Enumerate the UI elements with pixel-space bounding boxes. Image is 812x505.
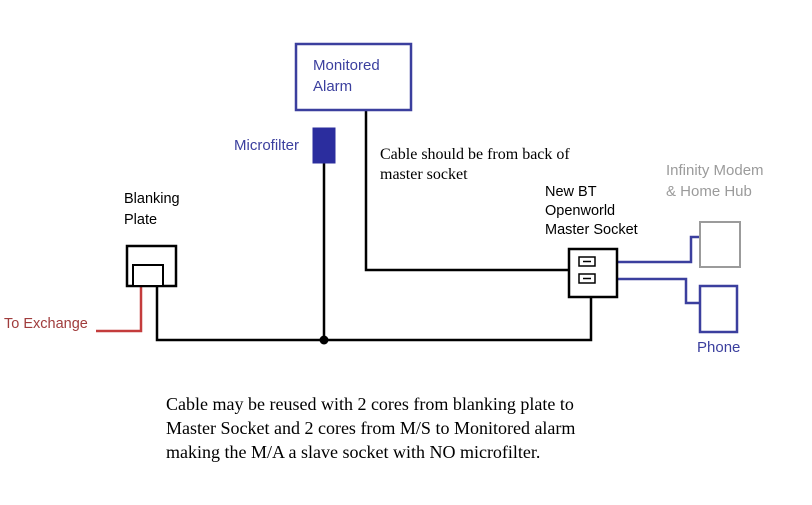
caption-line-1: Cable may be reused with 2 cores from bl… <box>166 394 574 414</box>
phone-label: Phone <box>697 339 741 356</box>
blanking-plate-inner-box <box>132 264 164 287</box>
blanking-plate-label-line-2: Plate <box>124 212 158 228</box>
microfilter-box <box>312 127 336 164</box>
master-socket-label-line-2: Openworld <box>545 203 616 219</box>
master-socket-box <box>567 247 619 299</box>
phone-box <box>698 284 739 334</box>
monitored-alarm-box <box>294 42 413 112</box>
modem-label-line-2: & Home Hub <box>666 183 752 200</box>
master-socket-label-line-1: New BT <box>545 184 597 200</box>
cable-note-line-1: Cable should be from back of <box>380 146 570 163</box>
modem-label-line-1: Infinity Modem <box>666 162 764 179</box>
to-exchange-label: To Exchange <box>4 316 88 332</box>
microfilter-label: Microfilter <box>234 137 300 154</box>
modem-box <box>699 221 741 268</box>
master-socket-label-line-3: Master Socket <box>545 222 638 238</box>
main-cable-line <box>155 285 593 342</box>
exchange-cable-line <box>96 284 143 333</box>
blanking-plate-label-line-1: Blanking <box>124 191 180 207</box>
caption-line-3: making the M/A a slave socket with NO mi… <box>166 442 541 462</box>
phone-cable-line <box>617 277 700 305</box>
modem-cable-line <box>617 235 700 264</box>
monitored-alarm-label-line-2: Alarm <box>313 78 353 95</box>
cable-note-line-2: master socket <box>380 166 468 183</box>
monitored-alarm-label-line-1: Monitored <box>313 57 380 74</box>
alarm-cable-line <box>364 110 569 272</box>
cable-junction-dot <box>319 335 329 345</box>
caption-line-2: Master Socket and 2 cores from M/S to Mo… <box>166 418 576 438</box>
